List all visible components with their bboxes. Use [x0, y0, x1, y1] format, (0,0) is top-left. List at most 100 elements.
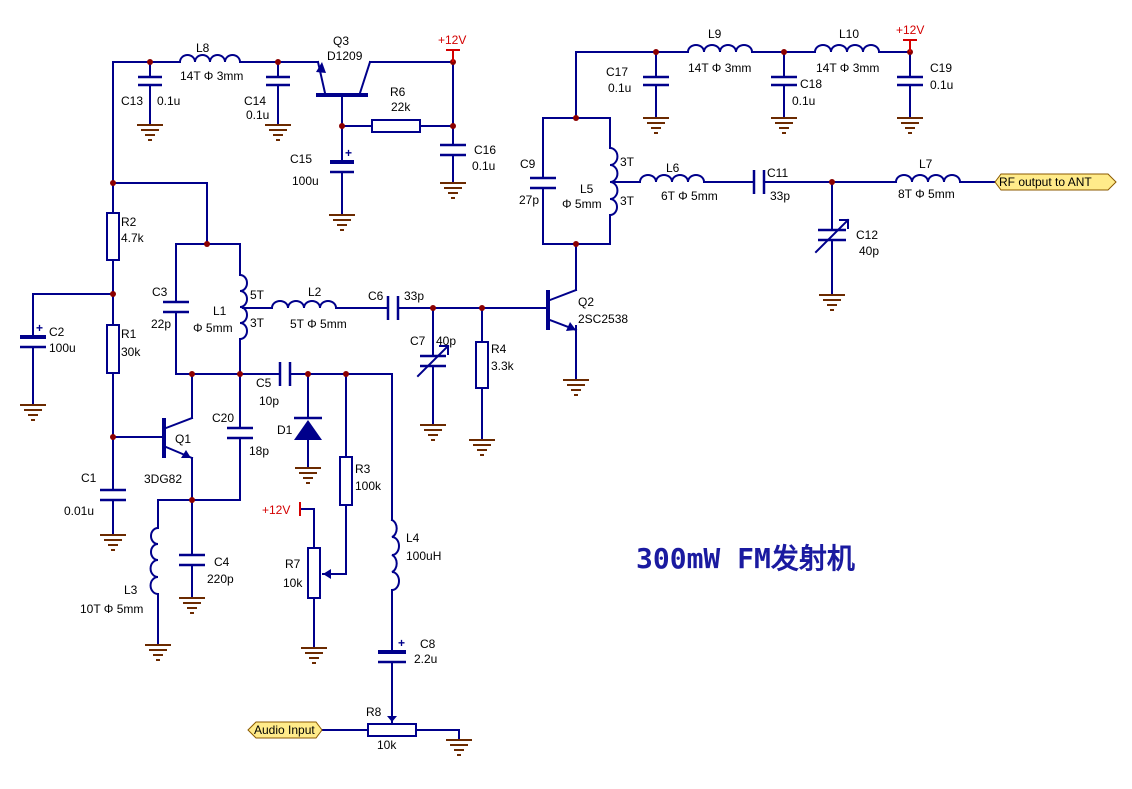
inductor-L7 — [894, 174, 962, 184]
label-R3-value: 100k — [355, 479, 382, 493]
label-R2-value: 4.7k — [121, 231, 145, 245]
potentiometer-R8 — [367, 716, 417, 737]
label-C18-value: 0.1u — [792, 94, 815, 108]
ground-symbol — [440, 182, 466, 199]
label-C15-value: 100u — [292, 174, 319, 188]
diode-D1 — [294, 416, 322, 440]
ground-symbol — [179, 597, 205, 614]
label-C9-value: 27p — [519, 193, 539, 207]
label-L10-ref: L10 — [839, 27, 859, 41]
label-R6-ref: R6 — [390, 85, 406, 99]
ground-symbol — [265, 124, 291, 141]
inductor-L2 — [270, 300, 338, 310]
junction-dots — [110, 49, 913, 503]
capacitor-C1 — [100, 488, 126, 502]
supply-marker-r7: +12V — [262, 502, 301, 517]
label-C14-value: 0.1u — [246, 108, 269, 122]
label-R1-value: 30k — [121, 345, 141, 359]
label-L5-tap-bottom: 3T — [620, 194, 635, 208]
label-Q3-value: D1209 — [327, 49, 363, 63]
svg-text:+12V: +12V — [438, 33, 466, 47]
label-L4-ref: L4 — [406, 531, 420, 545]
capacitor-C17 — [643, 75, 669, 87]
label-C3-value: 22p — [151, 317, 171, 331]
label-Q3-ref: Q3 — [333, 34, 349, 48]
capacitor-C14 — [266, 75, 290, 87]
label-L6-value: 6T Φ 5mm — [661, 189, 718, 203]
label-C7-value: 40p — [436, 334, 456, 348]
label-C17-value: 0.1u — [608, 81, 631, 95]
capacitor-C2: + — [20, 321, 46, 349]
label-L9-ref: L9 — [708, 27, 722, 41]
label-C16-ref: C16 — [474, 143, 496, 157]
label-Q1-value: 3DG82 — [144, 472, 182, 486]
diagram-title: 300mW FM发射机 — [636, 542, 855, 575]
label-D1-ref: D1 — [277, 423, 293, 437]
label-L1-ref: L1 — [213, 304, 227, 318]
ground-symbol — [469, 439, 495, 456]
label-C5-ref: C5 — [256, 376, 272, 390]
rf-output-port: RF output to ANT — [994, 173, 1117, 191]
component-labels: L8 14T Φ 3mm C13 0.1u C14 0.1u Q3 D1209 … — [49, 27, 955, 752]
label-L7-ref: L7 — [919, 157, 933, 171]
label-C2-ref: C2 — [49, 325, 65, 339]
inductor-L4 — [390, 518, 400, 592]
label-C13-ref: C13 — [121, 94, 143, 108]
label-C4-ref: C4 — [214, 555, 230, 569]
ground-symbol — [643, 117, 669, 134]
label-C14-ref: C14 — [244, 94, 266, 108]
ground-symbol — [897, 117, 923, 134]
label-L1-tap-bottom: 3T — [250, 316, 265, 330]
svg-text:+12V: +12V — [896, 23, 924, 37]
ground-symbol — [329, 214, 355, 231]
label-L1-value: Φ 5mm — [193, 321, 233, 335]
capacitor-C6 — [386, 296, 400, 320]
transistor-Q3 — [316, 60, 372, 97]
label-C2-value: 100u — [49, 341, 76, 355]
label-R3-ref: R3 — [355, 462, 371, 476]
resistor-R1 — [106, 324, 120, 374]
label-C17-ref: C17 — [606, 65, 628, 79]
svg-text:+12V: +12V — [262, 503, 290, 517]
label-R8-ref: R8 — [366, 705, 382, 719]
ground-symbol — [137, 124, 163, 141]
capacitor-C18 — [771, 75, 797, 87]
resistor-R4 — [475, 341, 489, 389]
label-C19-value: 0.1u — [930, 78, 953, 92]
label-R2-ref: R2 — [121, 215, 137, 229]
label-L1-tap-top: 5T — [250, 288, 265, 302]
inductor-L3 — [149, 526, 160, 596]
label-L3-value: 10T Φ 5mm — [80, 602, 143, 616]
wires — [32, 39, 996, 741]
label-C15-ref: C15 — [290, 152, 312, 166]
label-L6-ref: L6 — [666, 161, 680, 175]
label-C13-value: 0.1u — [157, 94, 180, 108]
inductor-L5 — [608, 146, 619, 217]
svg-text:Audio Input: Audio Input — [254, 723, 315, 737]
label-R7-value: 10k — [283, 576, 303, 590]
capacitor-C5 — [278, 362, 292, 386]
ground-symbol — [819, 294, 845, 311]
capacitor-C3 — [163, 300, 189, 314]
label-C8-value: 2.2u — [414, 652, 437, 666]
label-C16-value: 0.1u — [472, 159, 495, 173]
svg-text:+: + — [36, 321, 43, 335]
ground-symbol — [301, 647, 327, 664]
supply-marker-l10: +12V — [896, 23, 924, 52]
svg-text:+: + — [398, 636, 405, 650]
label-C18-ref: C18 — [800, 77, 822, 91]
capacitor-C11 — [752, 170, 766, 194]
label-C20-value: 18p — [249, 444, 269, 458]
label-L7-value: 8T Φ 5mm — [898, 187, 955, 201]
inductor-L10 — [813, 44, 881, 54]
label-C8-ref: C8 — [420, 637, 436, 651]
label-C9-ref: C9 — [520, 157, 536, 171]
capacitor-C20 — [227, 426, 253, 440]
inductor-L8 — [178, 54, 242, 64]
inductor-L9 — [686, 44, 754, 54]
capacitor-C15: + — [330, 146, 354, 174]
capacitor-C4 — [179, 553, 205, 567]
label-L9-value: 14T Φ 3mm — [688, 61, 751, 75]
label-L4-value: 100uH — [406, 549, 441, 563]
